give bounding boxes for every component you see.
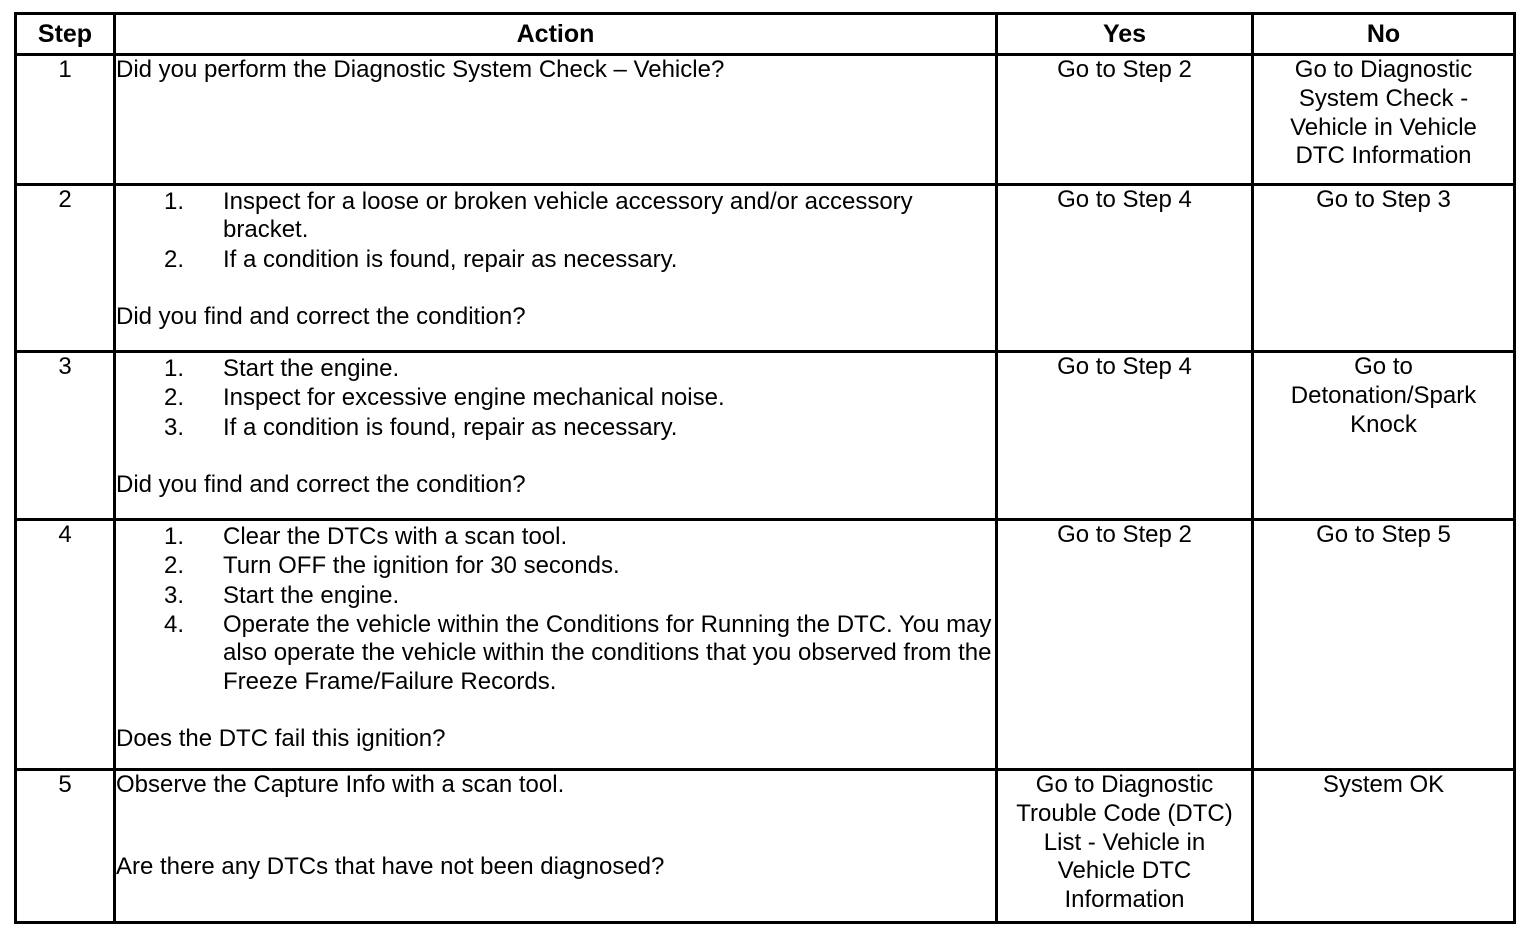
action-step-number: 2. [164,245,185,273]
action-question-text: Did you find and correct the condition? [116,302,526,330]
table-header-row: Step Action Yes No [14,12,1516,56]
answer-line: Go to Step 5 [1316,521,1451,548]
yes-answer-cell: Go to Step 4 [995,183,1254,353]
action-cell: 1. Inspect for a loose or broken vehicle … [113,183,998,353]
yes-answer-cell: Go to Step 2 [995,53,1254,186]
table-row: 4 1. Clear the DTCs with a scan tool. 2. Tur… [14,518,1516,771]
action-step-list: 1. Inspect for a loose or broken vehicle … [116,188,995,274]
step-number-cell: 5 [14,768,116,924]
answer-line: Detonation/Spark [1290,381,1477,409]
action-step-item: 1. Inspect for a loose or broken vehicle … [116,188,995,245]
action-step-list: 1. Clear the DTCs with a scan tool. 2. Turn… [116,523,995,696]
action-step-text: Inspect for a loose or broken vehicle ac… [223,188,913,244]
yes-answer-cell: Go to Step 4 [995,350,1254,521]
step-number-cell: 1 [14,53,116,186]
action-step-text: If a condition is found, repair as neces… [223,413,678,441]
answer-line: List - Vehicle in [1043,828,1206,856]
answer-line: System Check - [1298,84,1469,112]
action-question-text: Are there any DTCs that have not been di… [116,853,665,881]
action-step-text: Turn OFF the ignition for 30 seconds. [223,552,620,580]
answer-line: Go to [1354,353,1413,380]
answer-line: Information [1064,886,1185,914]
action-step-text: Start the engine. [223,355,400,382]
action-cell: 1. Start the engine. 2. Inspect for excessi… [113,350,998,521]
no-answer-cell: Go to Step 3 [1251,183,1516,353]
action-step-item: 2. Turn OFF the ignition for 30 seconds. [116,552,995,580]
answer-line: Go to Step 2 [1057,56,1192,83]
answer-line: Go to Diagnostic [1294,56,1473,83]
column-header-no: No [1251,12,1516,56]
action-step-item: 4. Operate the vehicle within the Conditi… [116,611,995,696]
action-cell: Observe the Capture Info with a scan too… [113,768,998,924]
action-step-item: 3. Start the engine. [116,582,995,610]
action-step-number: 2. [164,384,185,412]
action-step-text: Clear the DTCs with a scan tool. [223,523,568,550]
answer-line: Vehicle DTC [1057,857,1192,885]
column-header-action: Action [113,12,998,56]
answer-line: Go to Step 3 [1316,186,1451,213]
answer-line: Trouble Code (DTC) [1016,799,1233,827]
action-cell: Did you perform the Diagnostic System Ch… [113,53,998,186]
answer-line: Go to Step 2 [1057,521,1192,548]
action-step-item: 1. Start the engine. [116,355,995,383]
column-header-yes: Yes [995,12,1254,56]
no-answer-cell: Go to Step 5 [1251,518,1516,771]
action-step-number: 1. [164,523,185,550]
answer-line: Go to Diagnostic [1035,771,1214,798]
action-step-item: 2. If a condition is found, repair as nec… [116,246,995,274]
table-row: 3 1. Start the engine. 2. Inspect for excess… [14,350,1516,521]
answer-line: Go to Step 4 [1057,186,1192,213]
action-step-number: 2. [164,552,185,580]
action-step-text: Inspect for excessive engine mechanical … [223,384,725,412]
no-answer-cell: System OK [1251,768,1516,924]
action-step-number: 3. [164,413,185,441]
action-question-text: Does the DTC fail this ignition? [116,724,446,752]
action-step-number: 4. [164,610,185,638]
action-question-text: Did you find and correct the condition? [116,470,526,498]
answer-line: Knock [1350,410,1417,438]
action-step-text: If a condition is found, repair as neces… [223,245,678,273]
action-step-text: Start the engine. [223,581,400,609]
yes-answer-cell: Go to Step 2 [995,518,1254,771]
action-step-item: 1. Clear the DTCs with a scan tool. [116,523,995,551]
step-number-cell: 3 [14,350,116,521]
action-step-number: 1. [164,188,185,215]
action-step-list: 1. Start the engine. 2. Inspect for excessi… [116,355,995,442]
step-number-cell: 2 [14,183,116,353]
action-step-item: 3. If a condition is found, repair as nec… [116,414,995,442]
answer-line: Go to Step 4 [1057,353,1192,380]
answer-line: DTC Information [1295,142,1472,170]
action-step-number: 3. [164,581,185,609]
column-header-step: Step [14,12,116,56]
action-lead-text: Observe the Capture Info with a scan too… [116,771,565,798]
step-number-cell: 4 [14,518,116,771]
answer-line: Vehicle in Vehicle [1290,113,1477,141]
action-step-item: 2. Inspect for excessive engine mechanica… [116,384,995,412]
action-cell: 1. Clear the DTCs with a scan tool. 2. Turn… [113,518,998,771]
action-lead-text: Did you perform the Diagnostic System Ch… [116,56,725,83]
answer-line: System OK [1322,771,1445,798]
action-step-number: 1. [164,355,185,382]
table-row: 2 1. Inspect for a loose or broken vehicle… [14,183,1516,353]
action-step-text: Operate the vehicle within the Condition… [223,610,992,695]
